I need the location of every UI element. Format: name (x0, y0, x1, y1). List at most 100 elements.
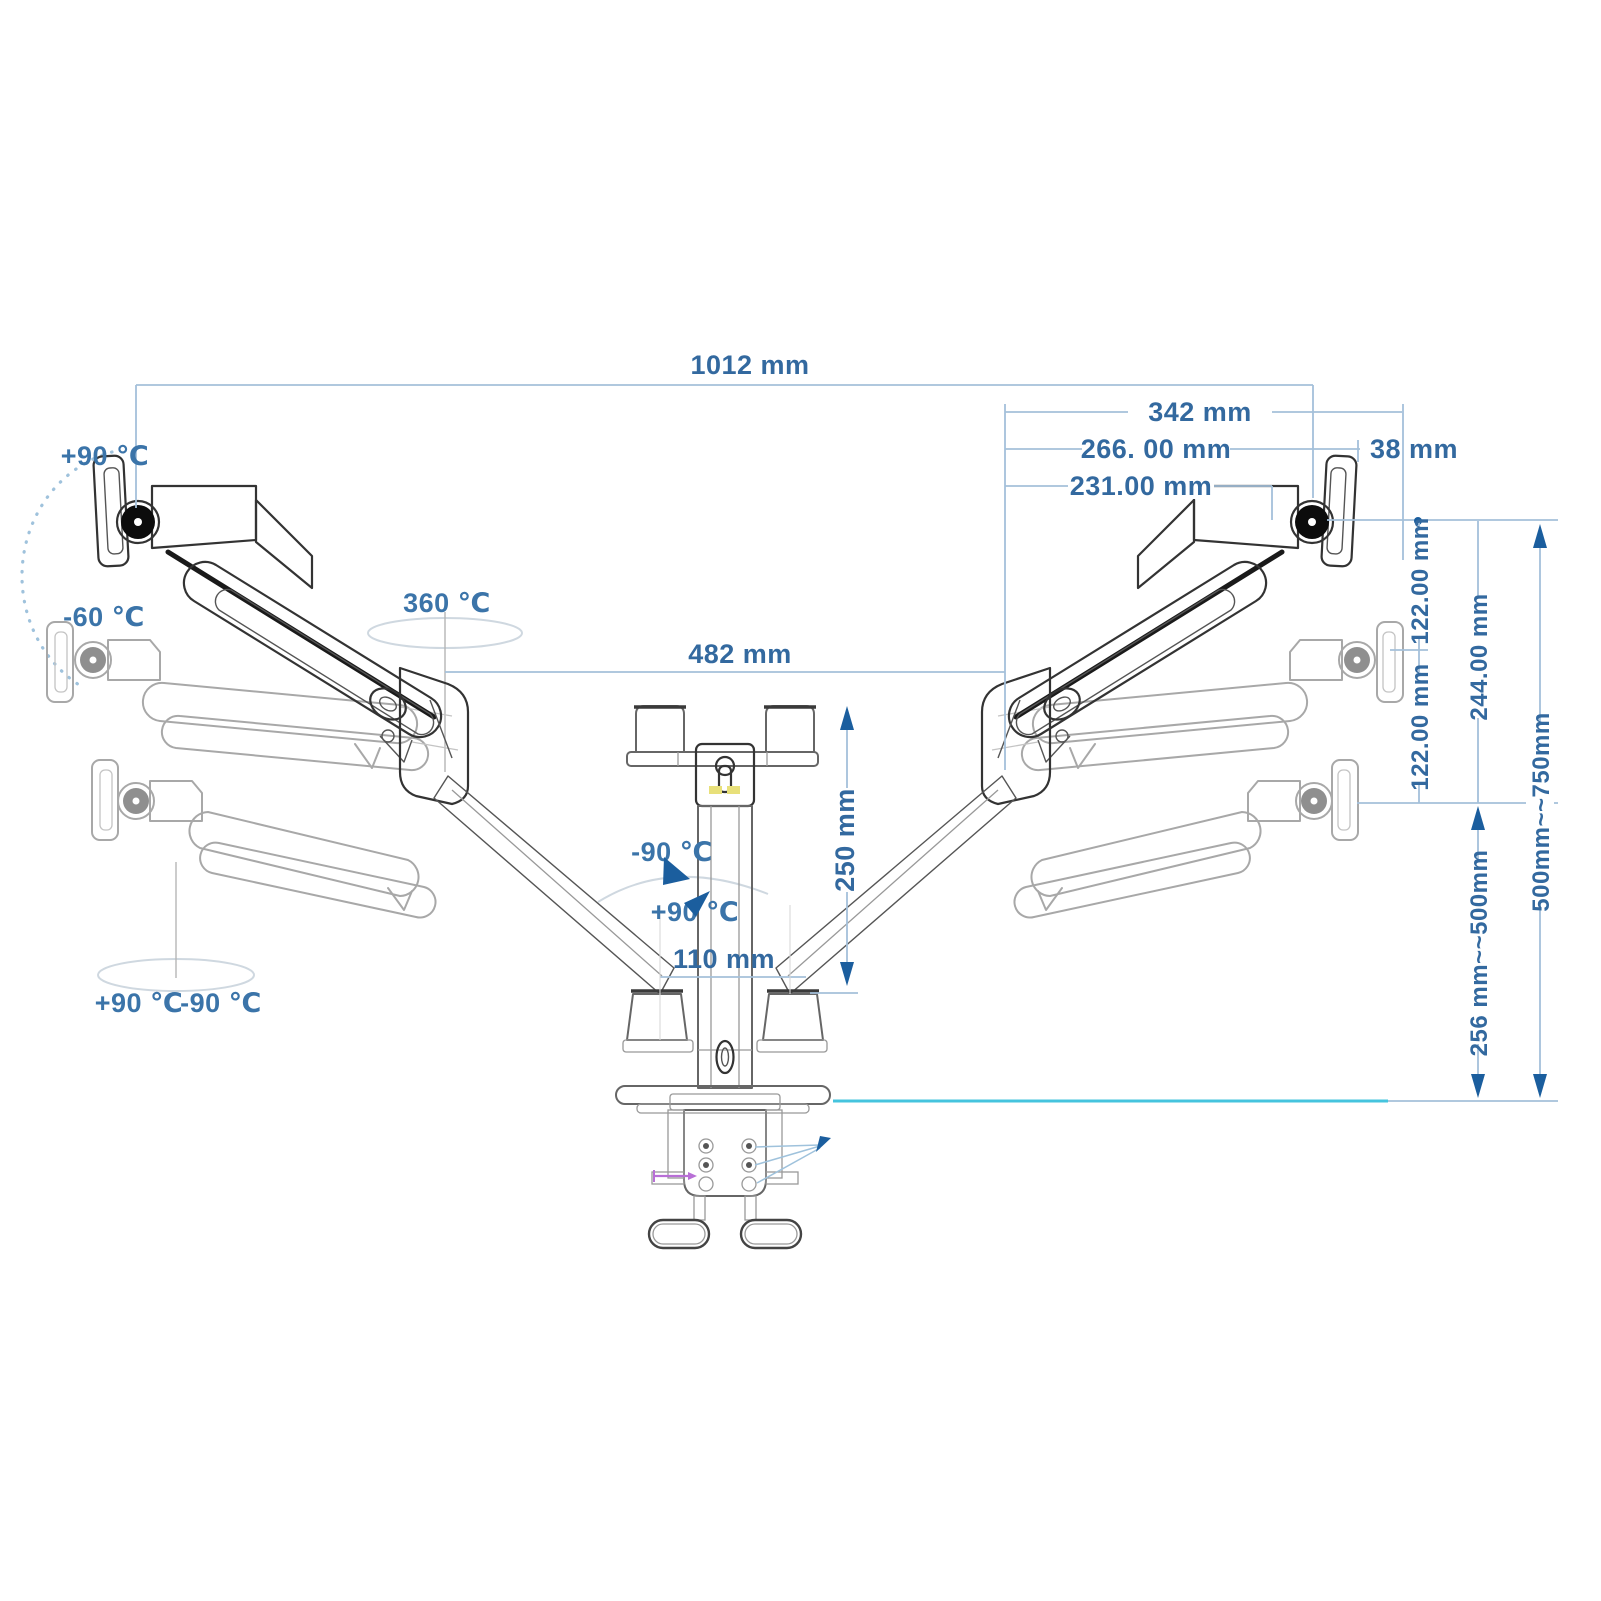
label-backing (1405, 672, 1433, 782)
clamp-bar-right (765, 1109, 783, 1179)
pivot-dot (132, 797, 140, 805)
pivot-ring (117, 782, 155, 820)
lower-link-inner (787, 789, 999, 977)
elbow-screw (1055, 729, 1069, 743)
ghost-arms-left (46, 621, 459, 919)
pivot-dot (1308, 518, 1316, 526)
arm-swivel-pos-arrow (684, 891, 710, 917)
elbow-detail-line (997, 699, 1021, 759)
elbow-housing (980, 666, 1052, 806)
yellow-highlight-left (709, 786, 722, 794)
knob-stem-right (744, 1195, 757, 1221)
vertical-dimensions: 250 mm 122.00 mm 122.00 mm 244.00 mm 256… (810, 517, 1558, 1098)
pole-slot-oval (715, 1039, 735, 1075)
rotation-indicators (20, 450, 769, 992)
elbow-detail-line (429, 699, 453, 759)
vesa-plate-inner (54, 631, 68, 693)
horizontal-dimensions: 1012 mm 342 mm 266. 00 mm 231.00 mm 38 m… (135, 350, 1458, 1040)
arm-upper-link (1031, 681, 1309, 745)
lower-collar-right-plate (756, 1039, 828, 1053)
upper-plate (626, 751, 819, 767)
label-backing (1464, 596, 1492, 718)
label-backing (1128, 399, 1272, 425)
dim-38-label: 38 mm (1370, 434, 1458, 464)
vesa-plate-inner (1382, 631, 1396, 693)
arm-lower-link (199, 841, 437, 919)
upper-collar-right (765, 705, 815, 752)
hole (698, 1138, 714, 1154)
vesa-plate (1376, 621, 1404, 703)
lower-collar-left (626, 993, 688, 1041)
clamp-knob-left-inner (652, 1223, 706, 1245)
elbow-cap-ring (369, 687, 407, 721)
dim-244-label: 244.00 mm (1466, 593, 1493, 720)
vesa-plate-inner (99, 769, 113, 831)
dim-500-arrow-up (1533, 524, 1547, 548)
desk-clamp (615, 1085, 1558, 1250)
arm-lower-link (1013, 841, 1251, 919)
elbow-joint (980, 666, 1081, 806)
vesa-plate (46, 621, 74, 703)
keyhole-slot (717, 764, 733, 794)
lower-link (775, 775, 1017, 995)
elbow-joint (369, 666, 470, 806)
dim-482-label: 482 mm (688, 639, 792, 669)
hole-center (746, 1162, 752, 1168)
clamp-knob-right-inner (744, 1223, 798, 1245)
dim-256-label: 256 mm~~500mm (1466, 850, 1493, 1057)
dim-110-label: 110 mm (673, 944, 775, 974)
solid-arm-right (775, 454, 1358, 995)
label-backing (1464, 862, 1492, 1044)
dim-250-arrow-down (840, 962, 854, 986)
arm-tail-line (411, 741, 459, 751)
pivot-ring (1338, 641, 1376, 679)
arm-upper-link (141, 681, 419, 745)
pivot-ring (74, 641, 112, 679)
hole-pointer-line (754, 1144, 821, 1148)
vesa-plate (1331, 759, 1359, 841)
pivot-dot (1310, 797, 1318, 805)
mount-bracket (149, 780, 203, 822)
lower-collar-left-plate (622, 1039, 694, 1053)
arm-foot (354, 743, 381, 769)
elbow-cap-inner (379, 696, 397, 712)
mount-bracket-side (254, 498, 314, 590)
vesa-plate-inner (1337, 769, 1351, 831)
pivot-dot (89, 656, 97, 664)
arm-housing (182, 560, 443, 739)
clamp-foot-left (651, 1171, 685, 1185)
label-backing (1526, 722, 1554, 902)
elbow-cap-inner (1053, 696, 1071, 712)
hole (698, 1176, 714, 1192)
lower-link (433, 775, 675, 995)
desk-plate-lip (636, 1103, 810, 1114)
vesa-rotate-pos-label: +90 ℃ (95, 988, 184, 1018)
ghost-arm-right-lowered (1013, 759, 1359, 919)
mount-bracket-side (1136, 498, 1196, 590)
pole-slot-oval-inner (720, 1047, 730, 1067)
clamp-knob-left (647, 1218, 711, 1250)
arm-lower-link (1020, 714, 1290, 772)
elbow-cap-ring (1043, 687, 1081, 721)
arm-foot (1069, 743, 1096, 769)
pivot-ring (1289, 499, 1335, 545)
ghost-arm-right-middle (991, 621, 1404, 772)
gas-spring (1015, 588, 1236, 736)
vesa-plate (1320, 454, 1358, 568)
arm-foot (387, 887, 413, 911)
hole (741, 1138, 757, 1154)
vesa-plate (91, 759, 119, 841)
tilt-down-label: -60 ℃ (63, 602, 145, 632)
dim-122b-label: 122.00 mm (1407, 663, 1434, 790)
hole (741, 1176, 757, 1192)
tilt-up-label: +90 ℃ (61, 441, 150, 471)
elbow-screw (381, 729, 395, 743)
clamp-body (683, 1109, 767, 1197)
dim-122a-label: 122.00 mm (1407, 517, 1434, 644)
hole-pointer-arrow (816, 1136, 831, 1152)
arm-tail-line (991, 741, 1039, 751)
mount-bracket (107, 639, 161, 681)
dim-231-label: 231.00 mm (1070, 471, 1213, 501)
lower-collar-right (762, 993, 824, 1041)
